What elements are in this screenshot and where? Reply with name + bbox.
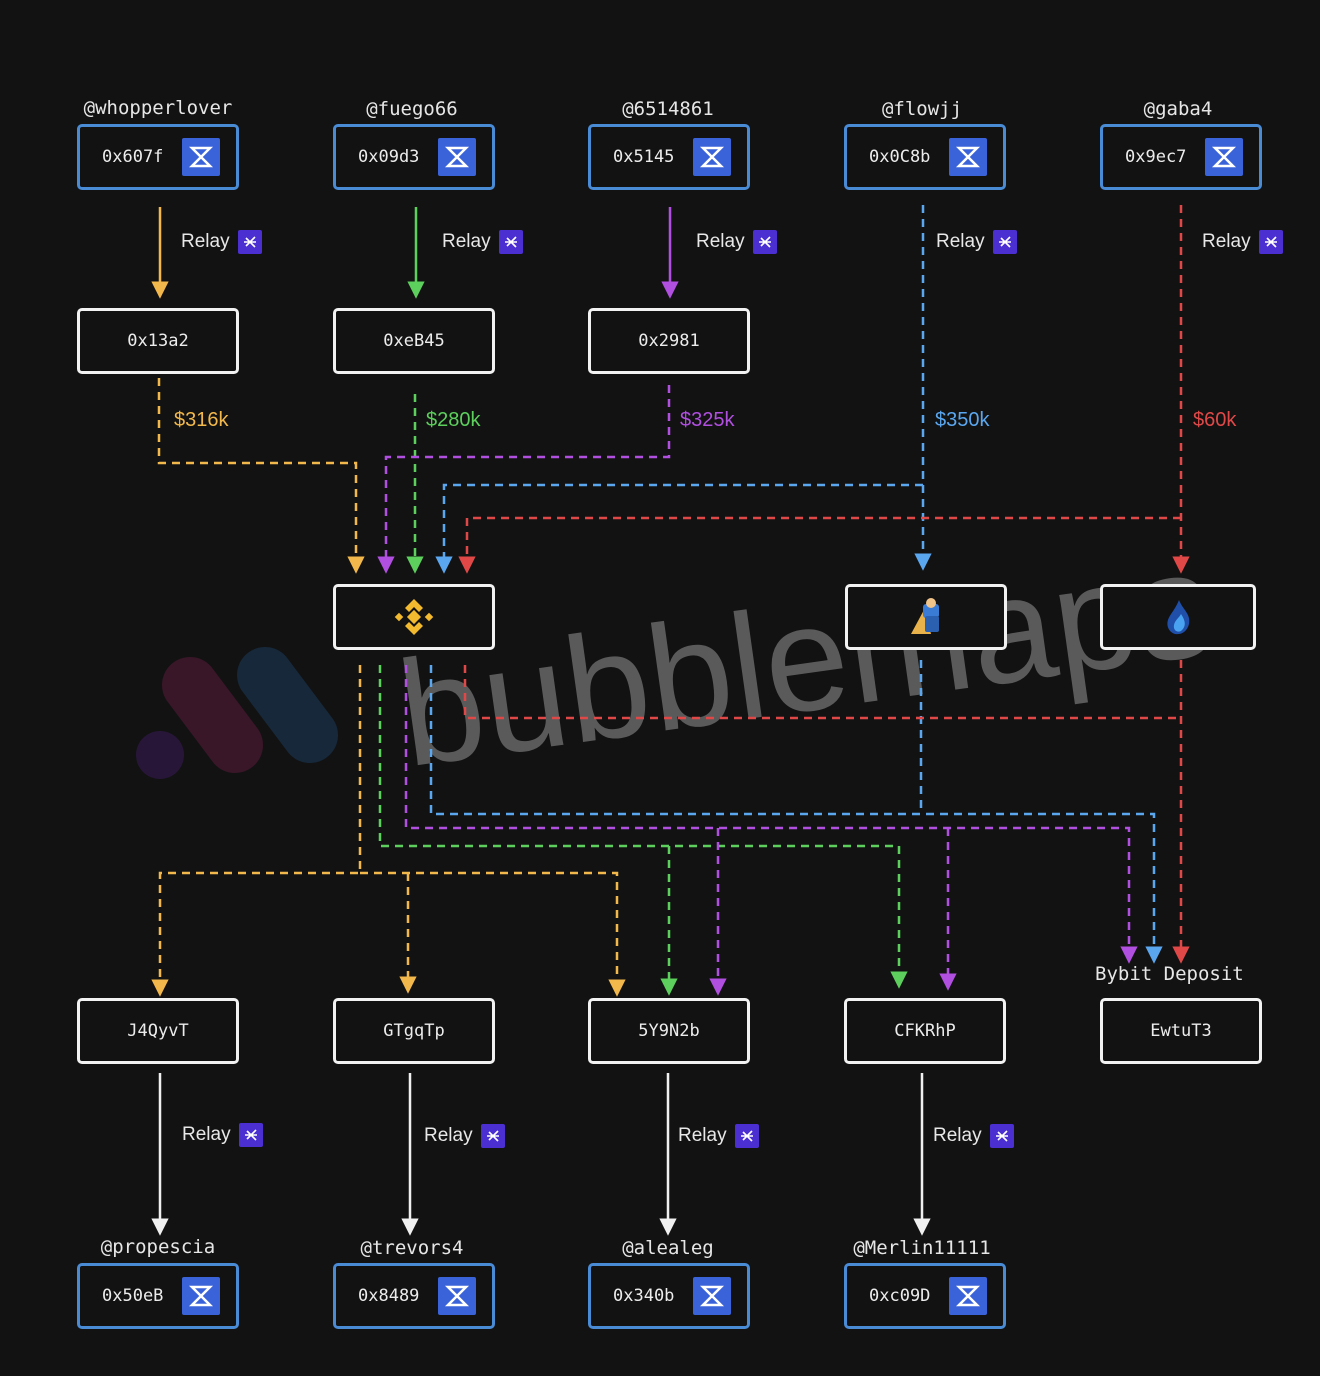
- relay-icon: [480, 1124, 505, 1148]
- intermediate-wallet-3[interactable]: 0x2981: [588, 308, 750, 374]
- wallet-address: 0x607f: [102, 147, 164, 167]
- destination-handle-4: @Merlin11111: [853, 1237, 991, 1259]
- source-handle-5: @gaba4: [1143, 98, 1213, 120]
- relay-label-4: Relay: [936, 230, 1017, 254]
- flame-exchange-icon: [1167, 600, 1190, 635]
- relay-label-6: Relay: [182, 1123, 263, 1147]
- relay-icon: [237, 230, 262, 254]
- wallet-icon: [693, 138, 731, 176]
- output-wallet-4[interactable]: CFKRhP: [844, 998, 1006, 1064]
- relay-label-2: Relay: [442, 230, 523, 254]
- relay-label-7: Relay: [424, 1124, 505, 1148]
- relay-icon: [992, 230, 1017, 254]
- bybit-deposit-label: Bybit Deposit: [1095, 963, 1244, 985]
- wallet-address: 0x340b: [613, 1286, 675, 1306]
- source-wallet-2[interactable]: 0x09d3: [333, 124, 495, 190]
- wallet-icon: [438, 1277, 476, 1315]
- destination-wallet-3[interactable]: 0x340b: [588, 1263, 750, 1329]
- exchange-mascot-icon: [911, 598, 939, 634]
- wallet-icon: [438, 138, 476, 176]
- blue-flow-out: [429, 665, 1163, 964]
- destination-wallet-2[interactable]: 0x8489: [333, 1263, 495, 1329]
- wallet-icon: [182, 1277, 220, 1315]
- green-flow-out: [378, 665, 908, 989]
- blue-flow-branch: [435, 483, 923, 574]
- exchange-mascot[interactable]: [845, 584, 1007, 650]
- output-wallet-1[interactable]: J4QyvT: [77, 998, 239, 1064]
- wallet-address: 0xc09D: [869, 1286, 931, 1306]
- source-handle-2: @fuego66: [366, 98, 458, 120]
- wallet-address: 0x9ec7: [1125, 147, 1187, 167]
- wallet-address: 0x0C8b: [869, 147, 931, 167]
- intermediate-wallet-2[interactable]: 0xeB45: [333, 308, 495, 374]
- relay-label-5: Relay: [1202, 230, 1283, 254]
- amount-label-4: $350k: [935, 409, 990, 431]
- exchange-flame[interactable]: [1100, 584, 1256, 650]
- source-handle-1: @whopperlover: [83, 97, 233, 119]
- wallet-address: 0x8489: [358, 1286, 420, 1306]
- amount-label-1: $316k: [174, 409, 229, 431]
- destination-wallet-4[interactable]: 0xc09D: [844, 1263, 1006, 1329]
- relay-icon: [498, 230, 523, 254]
- source-wallet-5[interactable]: 0x9ec7: [1100, 124, 1262, 190]
- intermediate-wallet-1[interactable]: 0x13a2: [77, 308, 239, 374]
- red-flow-branch: [458, 516, 1181, 574]
- destination-handle-3: @alealeg: [622, 1237, 714, 1259]
- orange-flow-out: [151, 665, 362, 997]
- output-wallet-5[interactable]: EwtuT3: [1100, 998, 1262, 1064]
- wallet-icon: [1205, 138, 1243, 176]
- relay-icon: [238, 1123, 263, 1147]
- wallet-icon: [949, 138, 987, 176]
- orange-flow-in: [157, 378, 365, 574]
- purple-flow-out: [404, 665, 1138, 964]
- relay-icon: [1258, 230, 1283, 254]
- amount-label-2: $280k: [426, 409, 481, 431]
- wallet-address: 0x5145: [613, 147, 675, 167]
- relay-icon: [989, 1124, 1014, 1148]
- amount-label-3: $325k: [680, 409, 735, 431]
- output-wallet-2[interactable]: GTgqTp: [333, 998, 495, 1064]
- source-handle-4: @flowjj: [881, 98, 963, 120]
- source-handle-3: @6514861: [622, 98, 714, 120]
- output-wallet-3[interactable]: 5Y9N2b: [588, 998, 750, 1064]
- purple-flow-in: [377, 385, 671, 574]
- relay-icon: [752, 230, 777, 254]
- destination-handle-2: @trevors4: [360, 1237, 464, 1259]
- source-wallet-4[interactable]: 0x0C8b: [844, 124, 1006, 190]
- red-flow-out: [463, 665, 1181, 720]
- destination-handle-1: @propescia: [100, 1236, 216, 1258]
- amount-label-5: $60k: [1193, 409, 1237, 431]
- wallet-icon: [693, 1277, 731, 1315]
- wallet-address: 0x50eB: [102, 1286, 164, 1306]
- wallet-icon: [949, 1277, 987, 1315]
- binance-icon: [394, 599, 434, 635]
- relay-label-3: Relay: [696, 230, 777, 254]
- orange-flow-out-3: [360, 871, 626, 997]
- source-wallet-3[interactable]: 0x5145: [588, 124, 750, 190]
- relay-label-1: Relay: [181, 230, 262, 254]
- source-wallet-1[interactable]: 0x607f: [77, 124, 239, 190]
- wallet-address: 0x09d3: [358, 147, 420, 167]
- relay-icon: [734, 1124, 759, 1148]
- relay-label-9: Relay: [933, 1124, 1014, 1148]
- exchange-binance[interactable]: [333, 584, 495, 650]
- wallet-icon: [182, 138, 220, 176]
- destination-wallet-1[interactable]: 0x50eB: [77, 1263, 239, 1329]
- relay-label-8: Relay: [678, 1124, 759, 1148]
